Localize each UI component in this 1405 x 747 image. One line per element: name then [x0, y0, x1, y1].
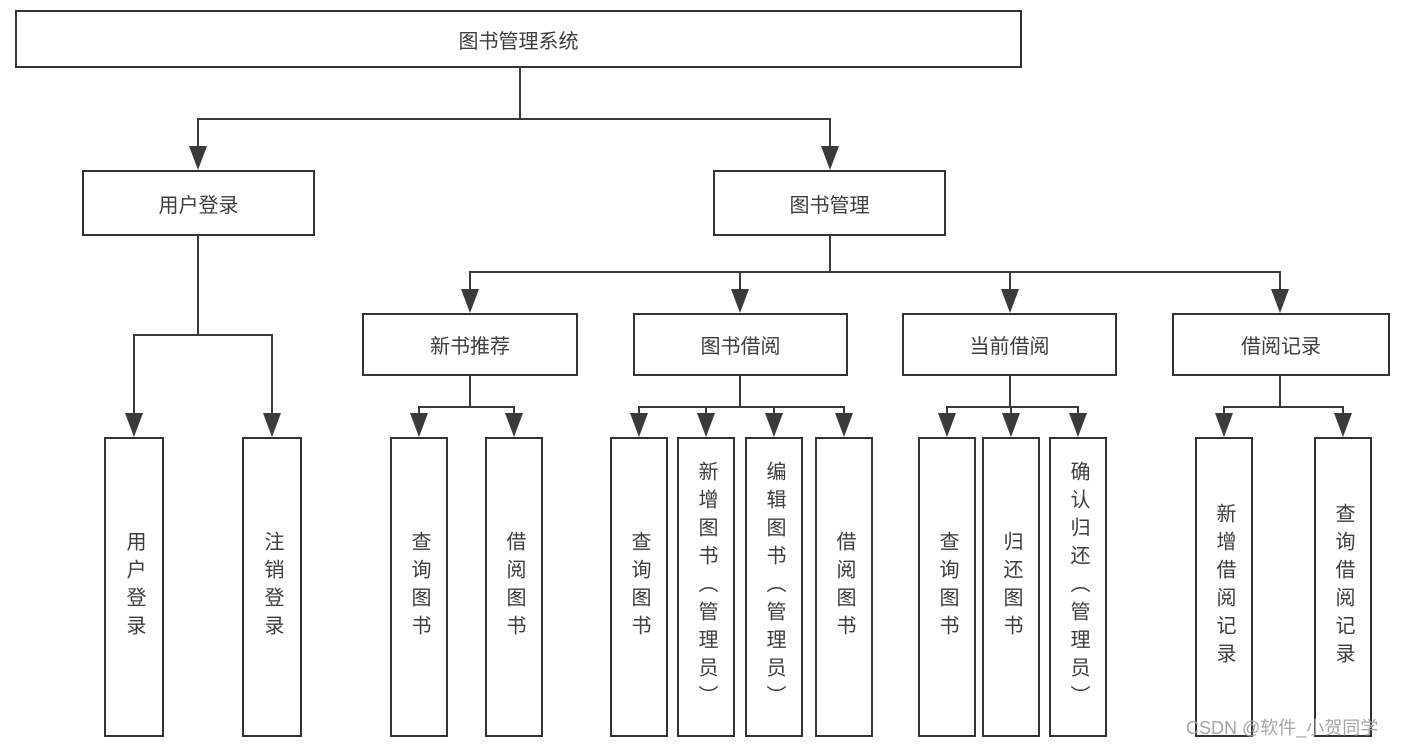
connector-line: [469, 376, 471, 407]
node-label: 图书管理: [789, 194, 870, 217]
leaf-current-return-books: 归还图书: [982, 437, 1040, 737]
arrow-head: [1334, 413, 1352, 437]
leaf-label: 新增借阅记录: [1213, 503, 1235, 671]
leaf-label: 查询图书: [628, 531, 650, 643]
connector-line: [1077, 406, 1079, 415]
leaf-user-login: 用户登录: [104, 437, 164, 737]
arrow-head: [1002, 413, 1020, 437]
node-book-borrowing: 图书借阅: [633, 313, 848, 376]
connector-line: [1279, 271, 1281, 291]
connector-line: [271, 334, 273, 414]
connector-line: [197, 236, 199, 335]
leaf-borrowing-edit-books-admin: 编辑图书（管理员）: [745, 437, 803, 737]
leaf-borrowing-query-books: 查询图书: [610, 437, 668, 737]
connector-line: [946, 406, 1079, 408]
leaf-records-add-record: 新增借阅记录: [1195, 437, 1253, 737]
arrow-head: [1215, 413, 1233, 437]
arrow-head: [505, 413, 523, 437]
connector-line: [739, 376, 741, 407]
leaf-newbooks-query-books: 查询图书: [390, 437, 448, 737]
connector-line: [133, 334, 135, 414]
node-label: 图书借阅: [700, 336, 781, 358]
connector-line: [946, 406, 948, 415]
connector-line: [519, 67, 521, 119]
connector-line: [513, 406, 515, 415]
connector-line: [705, 406, 707, 415]
leaf-label: 查询借阅记录: [1332, 503, 1354, 671]
leaf-current-confirm-return-admin: 确认归还（管理员）: [1049, 437, 1107, 737]
node-label: 借阅记录: [1241, 336, 1321, 358]
connector-line: [829, 236, 831, 272]
arrow-head: [189, 146, 207, 170]
leaf-label: 借阅图书: [833, 531, 855, 643]
connector-line: [1009, 271, 1011, 291]
leaf-label: 借阅图书: [503, 531, 525, 643]
connector-line: [1223, 406, 1344, 408]
connector-line: [1279, 376, 1281, 407]
arrow-head: [938, 413, 956, 437]
arrow-head: [263, 413, 281, 437]
connector-line: [1010, 406, 1012, 415]
node-user-login: 用户登录: [82, 170, 315, 236]
node-new-book-recommendation: 新书推荐: [362, 313, 578, 376]
arrow-head: [1001, 289, 1019, 313]
node-label: 当前借阅: [969, 336, 1050, 358]
arrow-head: [630, 413, 648, 437]
connector-line: [418, 406, 420, 415]
arrow-head: [125, 413, 143, 437]
connector-line: [197, 118, 831, 120]
connector-line: [1223, 406, 1225, 415]
node-current-borrowing: 当前借阅: [902, 313, 1117, 376]
arrow-head: [1069, 413, 1087, 437]
connector-line: [829, 118, 831, 148]
watermark-text: CSDN @软件_小贺同学: [1186, 718, 1379, 738]
arrow-head: [461, 289, 479, 313]
connector-line: [197, 118, 199, 148]
leaf-newbooks-borrow-books: 借阅图书: [485, 437, 543, 737]
node-borrowing-records: 借阅记录: [1172, 313, 1390, 376]
arrow-head: [765, 413, 783, 437]
arrow-head: [731, 289, 749, 313]
arrow-head: [835, 413, 853, 437]
arrow-head: [410, 413, 428, 437]
leaf-label: 查询图书: [408, 531, 430, 643]
connector-line: [469, 271, 471, 291]
node-label: 用户登录: [158, 194, 239, 217]
node-label: 新书推荐: [430, 336, 510, 358]
connector-line: [1342, 406, 1344, 415]
leaf-label: 确认归还（管理员）: [1067, 461, 1089, 713]
connector-line: [469, 271, 1281, 273]
node-library-management-system: 图书管理系统: [15, 10, 1022, 68]
leaf-borrowing-borrow-books: 借阅图书: [815, 437, 873, 737]
leaf-borrowing-add-books-admin: 新增图书（管理员）: [677, 437, 735, 737]
leaf-current-query-books: 查询图书: [918, 437, 976, 737]
leaf-label: 编辑图书（管理员）: [763, 461, 785, 713]
connector-line: [843, 406, 845, 415]
connector-line: [638, 406, 845, 408]
leaf-records-query-record: 查询借阅记录: [1314, 437, 1372, 737]
arrow-head: [821, 146, 839, 170]
arrow-head: [1271, 289, 1289, 313]
leaf-label: 归还图书: [1000, 531, 1022, 643]
connector-line: [133, 334, 273, 336]
connector-line: [739, 271, 741, 291]
leaf-label: 新增图书（管理员）: [695, 461, 717, 713]
node-label: 图书管理系统: [458, 30, 579, 53]
leaf-label: 查询图书: [936, 531, 958, 643]
connector-line: [418, 406, 515, 408]
connector-line: [638, 406, 640, 415]
node-book-management: 图书管理: [713, 170, 946, 236]
connector-line: [773, 406, 775, 415]
leaf-label: 注销登录: [261, 531, 283, 643]
arrow-head: [697, 413, 715, 437]
leaf-label: 用户登录: [123, 531, 145, 643]
leaf-logout: 注销登录: [242, 437, 302, 737]
connector-line: [1009, 376, 1011, 407]
